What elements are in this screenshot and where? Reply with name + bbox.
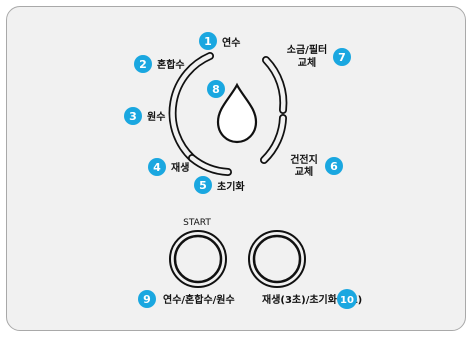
label-soft-water: 연수 [222,36,240,49]
badge-4 [148,158,166,176]
badge-1 [199,32,217,50]
badge-number-2: 2 [139,58,147,71]
badge-3 [124,107,142,125]
badge-number-7: 7 [338,51,346,64]
label-raw-water: 원수 [147,110,165,123]
dial-arc-left [170,53,213,161]
badge-number-1: 1 [204,35,212,48]
badge-number-9: 9 [143,293,151,306]
label-battery-line1: 건전지 [290,153,318,166]
badge-number-5: 5 [199,179,207,192]
label-mode-button: 연수/혼합수/원수 [163,293,235,306]
badge-10 [337,289,357,309]
dial-arc-right-top [263,57,286,113]
label-mixed-water: 혼합수 [157,58,185,71]
badge-number-10: 10 [340,295,354,306]
badge-number-3: 3 [129,110,137,123]
badge-5 [194,176,212,194]
dial-arc-right-bottom [261,115,286,163]
badge-9 [138,290,156,308]
water-drop-icon [216,82,258,144]
badge-8 [207,80,225,98]
label-salt-filter-line2: 교체 [298,56,316,69]
label-salt-filter-line1: 소금/필터 [287,43,327,56]
label-battery-line2: 교체 [295,165,313,178]
badge-number-4: 4 [153,161,161,174]
badge-2 [134,55,152,73]
badge-number-6: 6 [330,160,338,173]
badge-number-8: 8 [212,83,220,96]
label-regenerate-button: 재생(3초)/초기화(7초) [262,293,362,306]
start-label: START [183,218,211,228]
mode-button[interactable] [169,230,227,288]
badge-7 [333,48,351,66]
regenerate-reset-button[interactable] [248,230,306,288]
dial-arc-bottom [189,155,231,175]
badge-6 [325,157,343,175]
label-regenerate: 재생 [171,161,189,174]
control-panel [6,6,466,331]
label-initialize: 초기화 [217,180,245,193]
